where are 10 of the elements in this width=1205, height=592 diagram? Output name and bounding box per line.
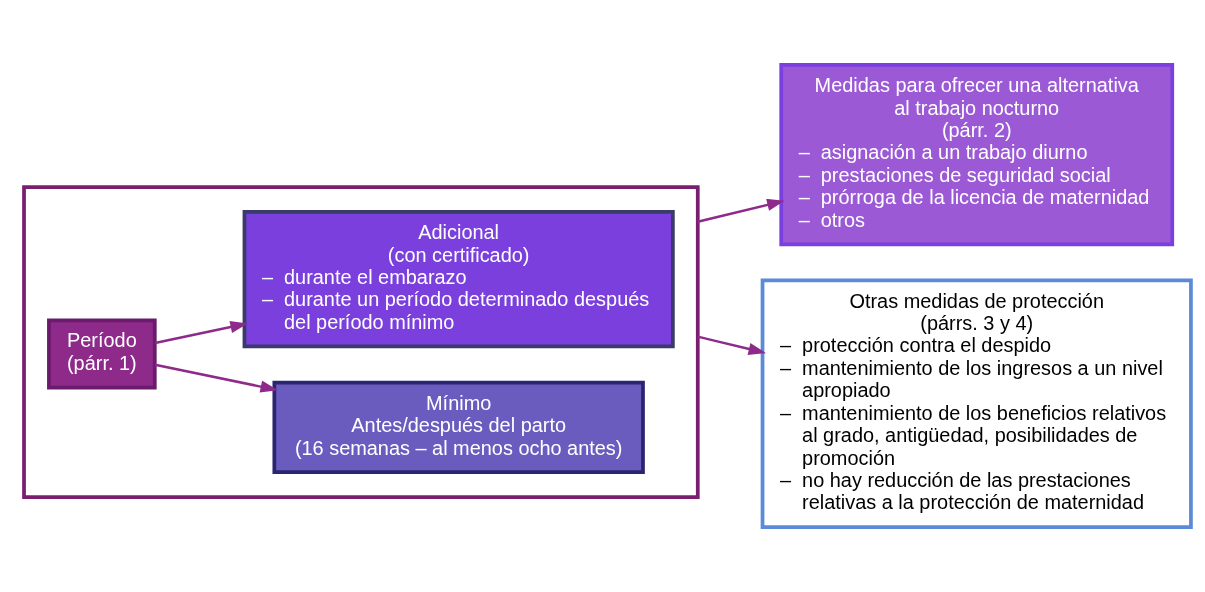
arrow: [154, 321, 248, 345]
node-box: Mínimo Antes/después del parto (16 semanas – al menos ocho antes): [272, 380, 645, 475]
node-box: Adicional (con certificado) – durante el embarazo – durante un período determinado después del período mínimo: [242, 210, 675, 349]
node-box: Medidas para ofrecer una alternativa al trabajo nocturno (párr. 2) – asignación a un trabajo diurno – prestaciones de seguridad social – prórroga de la licencia de maternidad – otros: [779, 63, 1175, 247]
cluster: [22, 185, 700, 499]
arrow: [697, 335, 766, 355]
node-box: Otras medidas de protección (párrs. 3 y 4) – protección contra el despido – mantenimiento de los ingresos a un nivel apropiado – mantenimiento de los beneficios relativos al grado, antigüedad, posibilidades de promoción – no hay reducción de las prestaciones relativas a la protección de maternidad: [760, 278, 1193, 529]
arrow: [154, 363, 278, 393]
arrow: [697, 198, 785, 223]
node-box: Período (párr. 1): [47, 318, 157, 390]
